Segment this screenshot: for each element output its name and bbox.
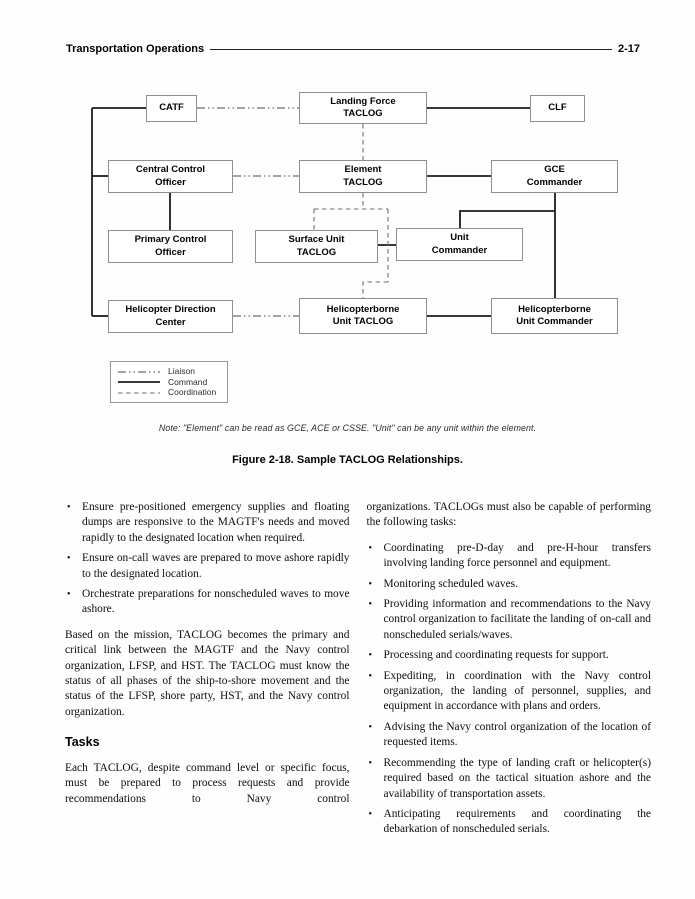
box-helicopterborne-unit-commander: Helicopterborne Unit Commander bbox=[491, 298, 618, 334]
bullet-text: Processing and coordinating requests for… bbox=[383, 649, 609, 662]
box-element-taclog: Element TACLOG bbox=[299, 160, 427, 193]
box-clf: CLF bbox=[530, 95, 585, 122]
list-item: • Providing information and recommendati… bbox=[367, 597, 652, 643]
box-primary-control-officer: Primary Control Officer bbox=[108, 230, 233, 263]
legend-label: Command bbox=[168, 376, 208, 387]
legend-label: Coordination bbox=[168, 387, 217, 398]
diagram-legend: Liaison Command Coordination bbox=[110, 361, 228, 403]
bullet-text: Expediting, in coordination with the Nav… bbox=[383, 669, 652, 713]
bullet-text: Ensure on-call waves are prepared to mov… bbox=[82, 552, 350, 580]
paragraph: organizations. TACLOGs must also be capa… bbox=[366, 501, 652, 529]
list-item: • Processing and coordinating requests f… bbox=[367, 648, 652, 663]
bullet-text: Orchestrate preparations for nonschedule… bbox=[82, 588, 350, 616]
box-central-control-officer: Central Control Officer bbox=[108, 160, 233, 193]
command-lines bbox=[91, 107, 556, 317]
figure-note: Note: "Element" can be read as GCE, ACE … bbox=[158, 423, 537, 433]
page-header: Transportation Operations 2-17 bbox=[66, 43, 640, 55]
diagram-connector-lines bbox=[91, 107, 556, 317]
coordination-line-sample bbox=[118, 391, 160, 394]
list-item: • Ensure pre-positioned emergency suppli… bbox=[65, 500, 350, 546]
command-line-sample bbox=[118, 381, 160, 383]
bullet-marker: • bbox=[368, 599, 373, 611]
list-item: • Coordinating pre-D-day and pre-H-hour … bbox=[367, 541, 652, 572]
bullet-marker: • bbox=[368, 542, 373, 554]
legend-item-liaison: Liaison bbox=[117, 367, 221, 376]
coordination-lines bbox=[313, 124, 389, 298]
bullet-marker: • bbox=[67, 553, 71, 565]
bullet-text: Recommending the type of landing craft o… bbox=[383, 756, 652, 800]
right-column: organizations. TACLOGs must also be capa… bbox=[367, 500, 652, 843]
liaison-lines bbox=[197, 107, 299, 317]
bullet-marker: • bbox=[67, 589, 71, 601]
section-heading-tasks: Tasks bbox=[65, 735, 100, 750]
figure-caption: Figure 2-18. Sample TACLOG Relationships… bbox=[232, 454, 463, 466]
bullet-text: Providing information and recommendation… bbox=[383, 598, 652, 641]
box-helicopterborne-unit-taclog: Helicopterborne Unit TACLOG bbox=[299, 298, 427, 334]
bullet-marker: • bbox=[368, 808, 373, 820]
box-gce-commander: GCE Commander bbox=[491, 160, 618, 193]
liaison-line-sample bbox=[118, 370, 160, 373]
box-catf: CATF bbox=[146, 95, 197, 122]
bullet-marker: • bbox=[368, 650, 373, 662]
bullet-marker: • bbox=[368, 670, 373, 682]
header-title: Transportation Operations bbox=[66, 43, 205, 55]
bullet-marker: • bbox=[368, 757, 373, 769]
bullet-text: Ensure pre-positioned emergency supplies… bbox=[82, 501, 350, 544]
list-item: • Expediting, in coordination with the N… bbox=[367, 669, 652, 715]
bullet-marker: • bbox=[368, 721, 373, 733]
bullet-text: Advising the Navy control organization o… bbox=[383, 720, 652, 749]
legend-item-coordination: Coordination bbox=[117, 388, 221, 397]
left-column: • Ensure pre-positioned emergency suppli… bbox=[65, 500, 350, 843]
list-item: • Ensure on-call waves are prepared to m… bbox=[65, 551, 350, 582]
paragraph: Based on the mission, TACLOG becomes the… bbox=[65, 628, 350, 718]
bullet-text: Coordinating pre-D-day and pre-H-hour tr… bbox=[383, 541, 652, 570]
bullet-marker: • bbox=[368, 578, 373, 590]
taclog-relationships-diagram: CATF Landing Force TACLOG CLF Central Co… bbox=[85, 82, 625, 352]
list-item: • Anticipating requirements and coordina… bbox=[367, 807, 652, 838]
legend-item-command: Command bbox=[117, 378, 221, 387]
list-item: • Advising the Navy control organization… bbox=[367, 720, 652, 751]
body-text: • Ensure pre-positioned emergency suppli… bbox=[65, 500, 651, 843]
header-rule bbox=[210, 49, 612, 50]
list-item: • Recommending the type of landing craft… bbox=[367, 756, 652, 802]
header-page-number: 2-17 bbox=[617, 43, 640, 55]
legend-label: Liaison bbox=[168, 366, 195, 377]
box-helicopter-direction-center: Helicopter Direction Center bbox=[108, 300, 233, 333]
box-unit-commander: Unit Commander bbox=[396, 228, 523, 261]
bullet-text: Monitoring scheduled waves. bbox=[383, 577, 518, 590]
box-surface-unit-taclog: Surface Unit TACLOG bbox=[255, 230, 378, 263]
paragraph: Each TACLOG, despite command level or sp… bbox=[65, 761, 350, 805]
list-item: • Monitoring scheduled waves. bbox=[367, 577, 652, 592]
box-landing-force-taclog: Landing Force TACLOG bbox=[299, 92, 427, 124]
bullet-marker: • bbox=[67, 502, 71, 513]
list-item: • Orchestrate preparations for nonschedu… bbox=[65, 587, 350, 618]
bullet-text: Anticipating requirements and coordinati… bbox=[383, 807, 652, 836]
